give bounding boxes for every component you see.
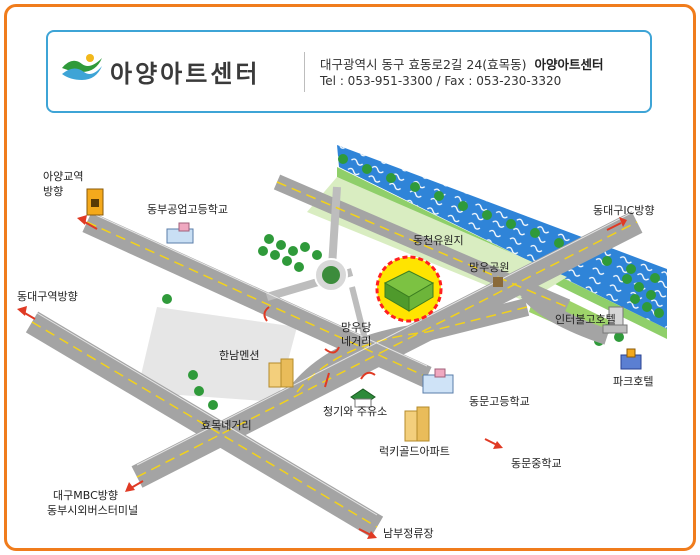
tree-cluster-south — [162, 294, 218, 410]
label-ayang-station-line1: 아양교역 — [43, 170, 83, 183]
map-labels: 아양교역 방향 동부공업고등학교 동대구역방향 동천유원지 망우공원 동대구IC… — [17, 170, 655, 540]
logo: 아양아트센터 — [60, 50, 300, 90]
hannam-block — [137, 307, 297, 402]
dongbu-tech-hs-building — [166, 222, 194, 244]
mangu-park-marker — [493, 277, 503, 287]
map-frame: 아양교역 방향 동부공업고등학교 동대구역방향 동천유원지 망우공원 동대구IC… — [4, 4, 696, 551]
label-mbc-line2: 동부시외버스터미널 — [47, 504, 138, 517]
logo-text: 아양아트센터 — [110, 60, 261, 88]
label-nambu-stop: 남부정류장 — [383, 527, 434, 540]
header-box: 아양아트센터 대구광역시 동구 효동로2길 24(효목동) 아양아트센터 Tel… — [46, 30, 652, 113]
label-dongmun-hs: 동문고등학교 — [469, 395, 530, 408]
label-hannam-mansion: 한남멘션 — [219, 349, 259, 362]
label-mangudang-line1: 망우당 — [341, 321, 371, 334]
label-mbc-line1: 대구MBC방향 — [53, 489, 118, 502]
label-dongcheon-kinder: 동천유원지 — [413, 233, 464, 247]
label-dongdaegu-ic: 동대구IC방향 — [593, 204, 655, 217]
label-lucky-gold-apt: 럭키골드아파트 — [379, 445, 450, 458]
park-hotel-building — [620, 348, 642, 370]
label-mangu-park: 망우공원 — [469, 261, 509, 274]
dongmun-hs-building — [422, 368, 454, 394]
tree-cluster-west — [258, 234, 322, 272]
label-hyomok-junction: 효목네거리 — [201, 419, 252, 432]
label-park-hotel: 파크호텔 — [613, 375, 653, 388]
road-edges — [31, 209, 638, 516]
interbulgo-hotel-building — [602, 306, 628, 334]
road-centerlines — [31, 181, 638, 528]
address-name: 아양아트센터 — [534, 57, 604, 72]
address-line: 대구광역시 동구 효동로2길 24(효목동) 아양아트센터 — [320, 54, 604, 73]
label-mangudang-line2: 네거리 — [341, 335, 371, 348]
logo-mark-icon — [62, 54, 102, 80]
label-ayang-station-line2: 방향 — [43, 185, 63, 198]
hannam-mansion-building — [268, 358, 294, 388]
direction-arrows — [17, 215, 627, 539]
lucky-gold-apt-building — [404, 406, 430, 442]
label-dongmun-ms: 동문중학교 — [511, 457, 562, 470]
label-dongbu-tech-hs: 동부공업고등학교 — [147, 203, 228, 216]
label-dongdaegu-station: 동대구역방향 — [17, 290, 78, 303]
cheonggi-gas-building — [350, 388, 376, 408]
ayang-art-center-marker[interactable] — [375, 255, 443, 323]
contact-line: Tel : 053-951-3300 / Fax : 053-230-3320 — [320, 74, 562, 88]
ayang-station-building — [86, 188, 104, 216]
label-interbulgo-hotel: 인터불고호텔 — [555, 313, 616, 326]
roundabout — [314, 258, 348, 292]
location-map: 아양교역 방향 동부공업고등학교 동대구역방향 동천유원지 망우공원 동대구IC… — [17, 145, 667, 540]
label-cheonggi-gas: 청기와 주유소 — [323, 405, 387, 418]
header-divider — [304, 52, 305, 92]
address-text: 대구광역시 동구 효동로2길 24(효목동) — [320, 57, 527, 72]
